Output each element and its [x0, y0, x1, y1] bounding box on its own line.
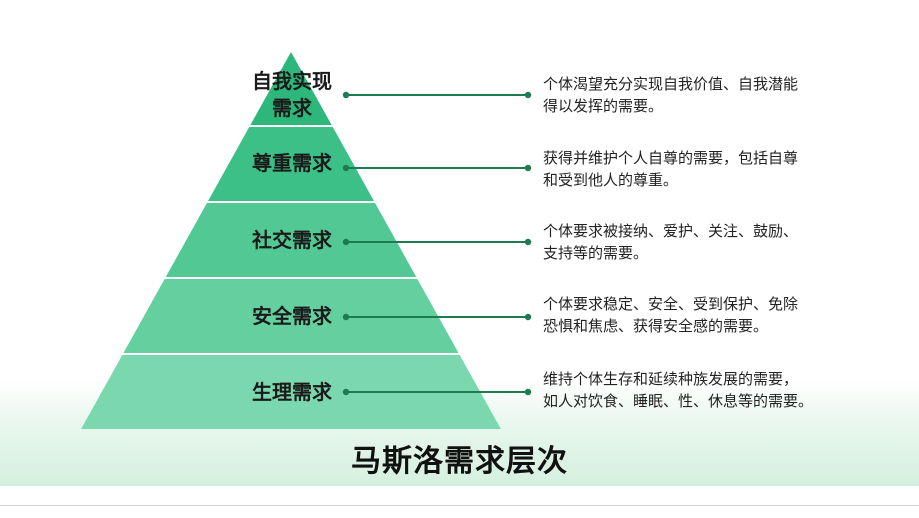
pyramid-level-1 — [250, 52, 332, 125]
level-label-safety: 安全需求 — [252, 304, 332, 328]
description-esteem: 获得并维护个人自尊的需要，包括自尊和受到他人的尊重。 — [543, 149, 799, 189]
connector-start-dot-4 — [342, 313, 350, 321]
pyramid-level-5 — [81, 355, 501, 429]
level-label-self-actualization: 自我实现需求 — [252, 69, 332, 120]
connector-end-dot-5 — [524, 388, 532, 396]
connector-start-dot-3 — [342, 238, 350, 246]
connector-end-dot-2 — [524, 164, 532, 172]
connector-start-dot-5 — [342, 388, 350, 396]
connector-end-dot-1 — [524, 91, 532, 99]
description-safety: 个体要求稳定、安全、受到保护、免除恐惧和焦虑、获得安全感的需要。 — [543, 295, 799, 335]
bottom-divider — [0, 505, 919, 506]
description-self-actualization: 个体渴望充分实现自我价值、自我潜能得以发挥的需要。 — [543, 75, 799, 115]
description-social: 个体要求被接纳、爱护、关注、鼓励、支持等的需要。 — [543, 222, 799, 262]
level-label-esteem: 尊重需求 — [252, 151, 332, 175]
description-physiological: 维持个体生存和延续种族发展的需要，如人对饮食、睡眠、性、休息等的需要。 — [543, 370, 814, 410]
connector-end-dot-4 — [524, 313, 532, 321]
connector-end-dot-3 — [524, 238, 532, 246]
pyramid-level-2 — [208, 127, 374, 201]
connector-start-dot-1 — [342, 91, 350, 99]
pyramid-level-4 — [123, 279, 459, 353]
pyramid-level-3 — [165, 203, 417, 277]
level-label-social: 社交需求 — [252, 228, 332, 252]
page-title: 马斯洛需求层次 — [351, 444, 568, 479]
level-label-physiological: 生理需求 — [252, 380, 332, 404]
connector-start-dot-2 — [342, 164, 350, 172]
